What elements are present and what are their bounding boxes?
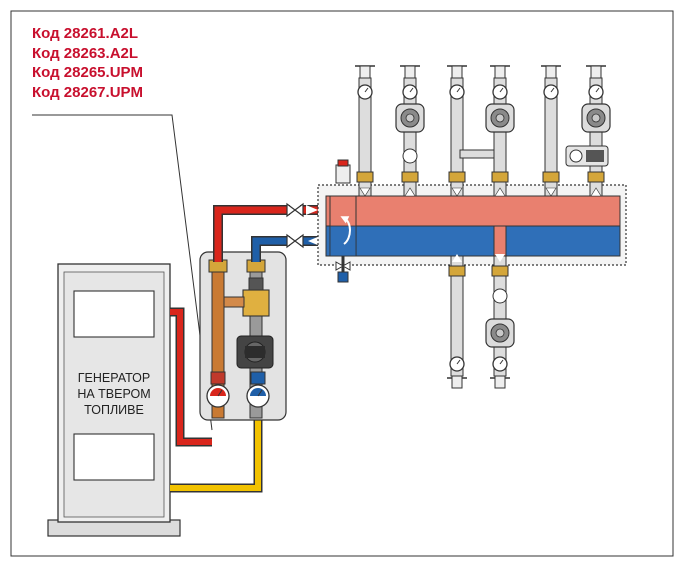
product-codes: Код 28261.A2L Код 28263.A2L Код 28265.UP…	[32, 24, 143, 102]
thermometer-icon	[589, 85, 603, 99]
thermometer-icon	[358, 85, 372, 99]
product-code: Код 28261.A2L	[32, 24, 143, 44]
thermometer-icon	[544, 85, 558, 99]
ball-valve-icon	[287, 204, 303, 216]
product-code: Код 28263.A2L	[32, 44, 143, 64]
thermometer-icon	[403, 85, 417, 99]
zone-2	[447, 66, 514, 196]
generator-label-line-2: НА ТВЕРОМ	[77, 387, 150, 401]
thermometer-icon	[450, 85, 464, 99]
pump-icon	[486, 104, 514, 132]
zone-1	[355, 66, 424, 196]
upper-heating-zones	[355, 66, 610, 196]
zone-3	[541, 66, 610, 196]
thermometer-icon-blue	[247, 385, 269, 407]
pump-icon	[486, 319, 514, 347]
generator-label-line-3: ТОПЛИВЕ	[84, 403, 144, 417]
pump-group-module	[200, 252, 286, 420]
pump-icon	[582, 104, 610, 132]
product-code: Код 28267.UPM	[32, 83, 143, 103]
thermometer-icon	[450, 357, 464, 371]
pump-icon	[396, 104, 424, 132]
thermometer-icon	[493, 357, 507, 371]
thermometer-icon	[493, 85, 507, 99]
thermometer-icon-red	[207, 385, 229, 407]
ball-valve-icon	[287, 235, 303, 247]
air-vent-icon	[336, 160, 350, 183]
generator-label-line-1: ГЕНЕРАТОР	[78, 371, 150, 385]
pump-icon	[237, 336, 273, 368]
product-code: Код 28265.UPM	[32, 63, 143, 83]
motorized-valve-icon	[566, 146, 608, 166]
